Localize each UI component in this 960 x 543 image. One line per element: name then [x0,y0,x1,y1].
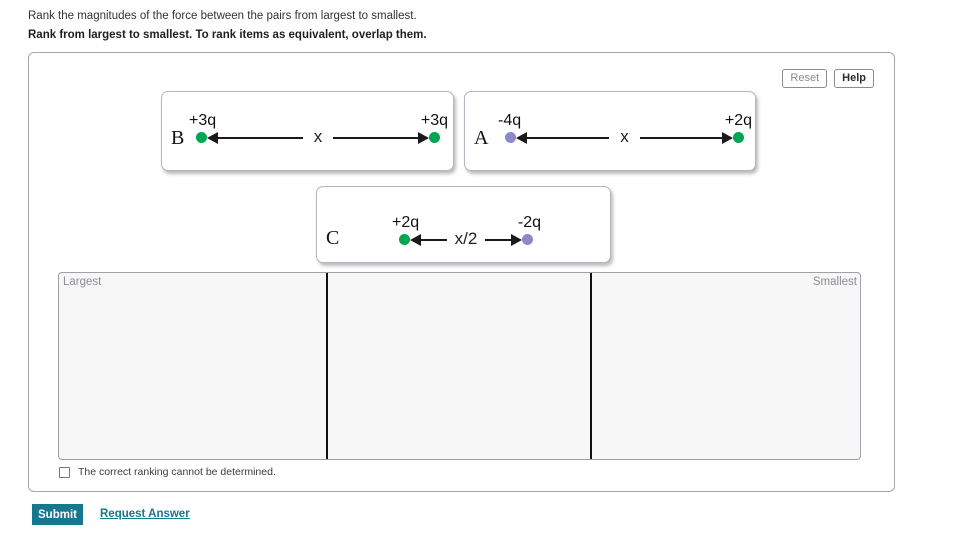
arrow-line [485,238,511,241]
left-charge: +2q [392,215,419,245]
separation-label: x/2 [454,229,478,248]
reset-button[interactable]: Reset [782,69,828,88]
cannot-determine-label: The correct ranking cannot be determined… [78,466,276,478]
ranking-activity-panel: Reset Help B +3q x +3q [28,52,895,492]
right-charge-label: +3q [420,112,448,129]
charge-pair-diagram: +3q x +3q [189,113,448,146]
left-charge: -4q [498,113,521,143]
card-letter: B [171,127,185,149]
arrow-line [333,136,418,139]
right-charge: +2q [725,113,752,143]
help-button[interactable]: Help [834,69,874,88]
rank-item-card-B[interactable]: B +3q x +3q [161,91,454,171]
arrow-line [527,136,610,139]
left-charge-dot [196,132,207,143]
right-charge-label: -2q [517,214,541,231]
left-arrowhead-icon [516,131,527,144]
left-charge-label: -4q [498,112,522,129]
right-charge-dot [522,234,533,245]
charge-pair-diagram: -4q x +2q [498,113,752,146]
arrow-line [421,238,447,241]
rank-slot-divider [326,273,328,459]
largest-label: Largest [63,276,102,288]
left-arrowhead-icon [410,233,421,246]
ranking-dropzone[interactable]: Largest Smallest [58,272,861,460]
separation-label: x [620,127,629,146]
ranking-instruction: Rank from largest to smallest. To rank i… [28,29,427,41]
charge-pair-diagram: +2q x/2 -2q [392,215,541,248]
right-charge-dot [733,132,744,143]
right-arrowhead-icon [511,233,522,246]
request-answer-link[interactable]: Request Answer [100,508,190,520]
right-charge-dot [429,132,440,143]
cannot-determine-checkbox[interactable] [59,466,70,478]
smallest-label: Smallest [812,276,857,288]
left-charge-label: +3q [189,112,217,129]
left-charge-dot [505,132,516,143]
separation-label: x [313,127,323,146]
right-charge: -2q [518,215,541,245]
cannot-determine-option[interactable]: The correct ranking cannot be determined… [59,466,276,478]
arrow-line [218,136,303,139]
left-charge-label: +2q [392,214,420,231]
right-arrowhead-icon [418,131,429,144]
right-charge: +3q [421,113,448,143]
rank-item-card-A[interactable]: A -4q x +2q [464,91,756,171]
left-charge-dot [399,234,410,245]
submit-button[interactable]: Submit [32,504,83,525]
left-charge: +3q [189,113,216,143]
toolbar: Reset Help [782,69,874,88]
left-arrowhead-icon [207,131,218,144]
rank-item-card-C[interactable]: C +2q x/2 -2q [316,186,611,263]
card-letter: A [474,127,489,149]
problem-statement: Rank the magnitudes of the force between… [28,10,417,22]
card-letter: C [326,227,340,249]
right-arrowhead-icon [722,131,733,144]
rank-slot-divider [590,273,592,459]
right-charge-label: +2q [724,112,752,129]
arrow-line [639,136,722,139]
